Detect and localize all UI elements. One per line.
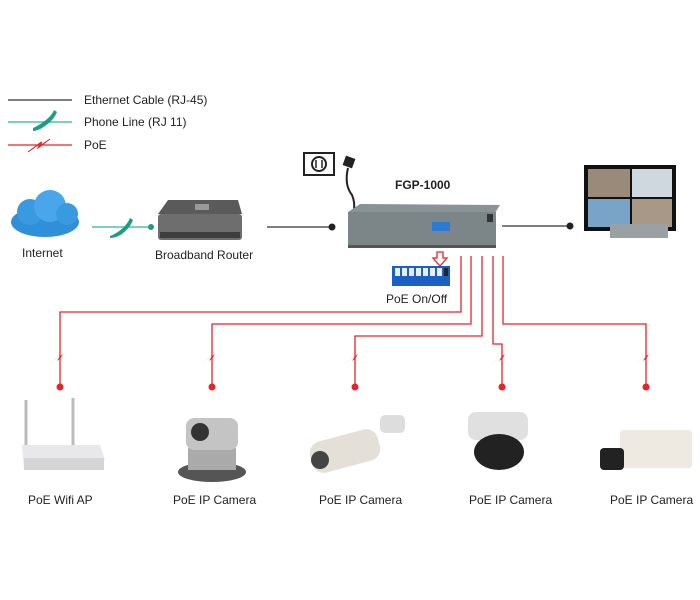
lightning-icon (632, 350, 659, 366)
ptz-camera-icon (178, 418, 246, 482)
phone-icon (110, 218, 133, 238)
wifi-ap-icon (22, 398, 105, 470)
device-label: PoE IP Camera (469, 493, 553, 507)
down-arrow-icon (431, 251, 449, 267)
lightning-icon (198, 350, 225, 366)
device-label: PoE IP Camera (319, 493, 403, 507)
connector-dot (642, 383, 650, 391)
power-outlet-icon (303, 152, 335, 176)
legend-ethernet-label: Ethernet Cable (RJ-45) (84, 93, 208, 107)
internet-label: Internet (22, 246, 63, 260)
box-camera-icon (600, 430, 692, 470)
legend-phone-label: Phone Line (RJ 11) (84, 115, 187, 129)
poe-lines (59, 256, 647, 387)
dip-switch-icon (392, 266, 450, 286)
connector-dot (208, 383, 216, 391)
lightning-icon (341, 350, 368, 366)
lightning-icon (27, 138, 51, 153)
power-plug-icon (342, 155, 356, 211)
dome-camera-icon (468, 412, 528, 470)
bullet-camera-icon (309, 415, 405, 473)
poe-onoff-label: PoE On/Off (386, 292, 448, 306)
phone-icon (33, 110, 57, 131)
switch-model-label: FGP-1000 (395, 178, 451, 192)
connector-dot (498, 383, 506, 391)
cloud-icon (11, 190, 79, 237)
device-label: PoE IP Camera (173, 493, 257, 507)
lightning-icon (46, 350, 73, 366)
router-icon (158, 200, 242, 240)
legend-poe-label: PoE (84, 138, 107, 152)
connector-dot (56, 383, 64, 391)
lightning-icon (488, 350, 515, 366)
connector-dot (351, 383, 359, 391)
router-label: Broadband Router (155, 248, 254, 262)
monitor-icon (584, 165, 676, 238)
device-label: PoE IP Camera (610, 493, 694, 507)
switch-icon (348, 204, 500, 248)
device-label: PoE Wifi AP (28, 493, 93, 507)
